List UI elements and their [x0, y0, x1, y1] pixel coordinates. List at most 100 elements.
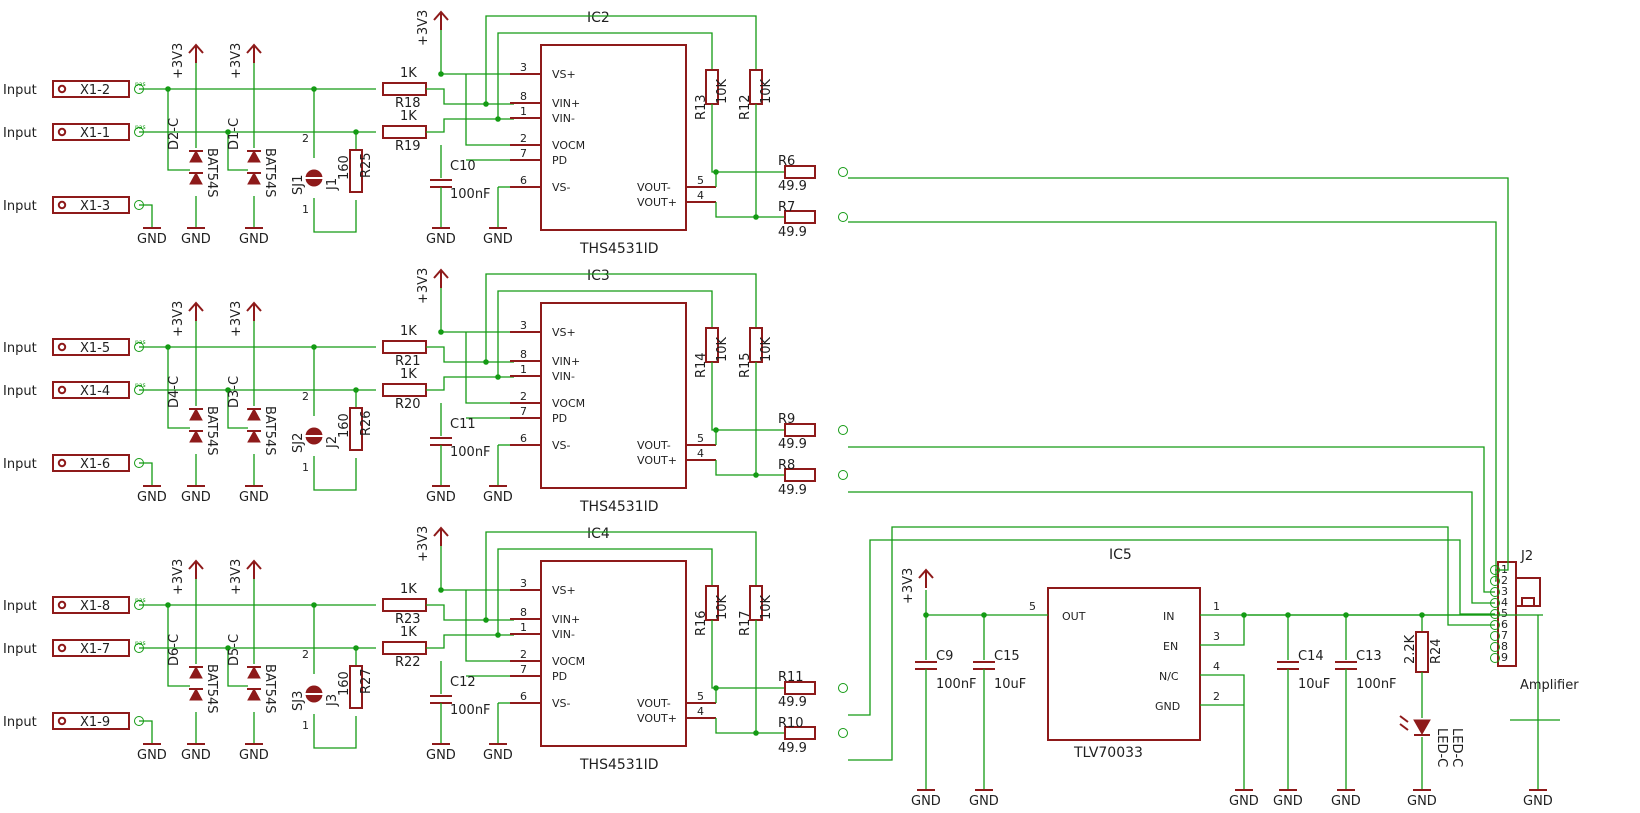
connector-label: X1-8 [80, 599, 110, 614]
junction-dot [353, 645, 359, 651]
connector-pin-icon [57, 127, 67, 137]
fb-value: 10K [759, 594, 774, 620]
diode-triangle [189, 149, 203, 163]
diode-part: BAT54S [204, 406, 219, 456]
diode-triangle [189, 687, 203, 701]
r-term-ref: R25 [359, 152, 374, 178]
junction-dot [753, 214, 759, 220]
junction-dot [165, 86, 171, 92]
connector-box [52, 80, 130, 98]
wire [711, 362, 716, 431]
junction-dot [753, 472, 759, 478]
ic-pin-number: 4 [697, 705, 704, 718]
connector-pin-icon [57, 84, 67, 94]
r-term-ref: R26 [359, 410, 374, 436]
connector-pin-icon [57, 643, 67, 653]
amplifier-ic-body [540, 560, 687, 747]
wire [440, 30, 510, 75]
cap-value: 10uF [994, 677, 1026, 692]
r-value: 1K [400, 66, 417, 81]
ic-pin-number: 4 [697, 189, 704, 202]
pin-number: 1 [302, 719, 309, 732]
cap-value: 100nF [450, 187, 491, 202]
wire [227, 648, 248, 687]
resistor-body [382, 340, 427, 354]
input-label: Input [3, 642, 37, 657]
diode-ref: D5-C [227, 634, 242, 666]
out-value: 49.9 [778, 741, 807, 756]
resistor-body [784, 468, 816, 482]
ground-label: GND [181, 490, 211, 505]
jumper-ref: SJ3 [291, 691, 306, 711]
r-term-value: 160 [337, 155, 352, 180]
resistor-body [349, 407, 363, 451]
ic-pin-name: VS+ [552, 68, 576, 81]
ic-pin-number: 7 [520, 147, 527, 160]
junction-dot [981, 612, 987, 618]
input-label: Input [3, 126, 37, 141]
pin-tag: pas [135, 597, 146, 604]
junction-dot [923, 612, 929, 618]
ic-pin-name: VS- [552, 439, 571, 452]
junction-dot [483, 101, 489, 107]
wire [465, 590, 510, 662]
header-pin-number: 4 [1501, 596, 1508, 609]
ic-pin-number: 8 [520, 606, 527, 619]
connector-box [52, 596, 130, 614]
ground-label: GND [239, 748, 269, 763]
regulator-pin-number: 1 [1213, 600, 1220, 613]
ic-pin-number: 2 [520, 132, 527, 145]
diode-triangle [247, 407, 261, 421]
pin-pad [838, 728, 848, 738]
junction-dot [225, 129, 231, 135]
pin-pad [838, 212, 848, 222]
pin-pad [1490, 653, 1500, 663]
wire [426, 604, 514, 621]
pin-number: 1 [302, 203, 309, 216]
ground-label: GND [426, 490, 456, 505]
jumper-j-ref: J3 [325, 694, 340, 707]
pin-pad [838, 425, 848, 435]
diode-part: BAT54S [262, 406, 277, 456]
ic-pin-number: 4 [697, 447, 704, 460]
junction-dot [495, 116, 501, 122]
ic-pin-number: 2 [520, 390, 527, 403]
amplifier-ic-body [540, 44, 687, 231]
resistor-body [382, 125, 427, 139]
diode-triangle [189, 665, 203, 679]
amplifier-ic-body [540, 302, 687, 489]
input-label: Input [3, 83, 37, 98]
fb-ref: R16 [694, 610, 709, 636]
connector-pin-icon [57, 385, 67, 395]
jumper-ref: SJ2 [291, 433, 306, 453]
regulator-pin-number: 2 [1213, 690, 1220, 703]
ic-pin-number: 1 [520, 621, 527, 634]
ic-pin-number: 8 [520, 90, 527, 103]
ic-pin-number: 6 [520, 690, 527, 703]
junction-dot [165, 602, 171, 608]
r-ref: R18 [395, 96, 421, 111]
r-value: 1K [400, 109, 417, 124]
input-label: Input [3, 384, 37, 399]
resistor-body [382, 82, 427, 96]
connector-pin-icon [57, 600, 67, 610]
out-value: 49.9 [778, 695, 807, 710]
wire [426, 376, 514, 391]
out-value: 49.9 [778, 225, 807, 240]
fb-value: 10K [715, 336, 730, 362]
wire [465, 332, 510, 404]
wire [426, 88, 514, 105]
junction-dot [353, 129, 359, 135]
wire [715, 202, 785, 218]
fb-value: 10K [715, 78, 730, 104]
pin-pad [1490, 642, 1500, 652]
pin-tag: pas [135, 339, 146, 346]
diode-triangle [189, 429, 203, 443]
pin-pad [1490, 576, 1500, 586]
cap-ref: C14 [1298, 649, 1324, 664]
ic-ref: IC2 [587, 10, 610, 26]
ic-pin-number: 5 [697, 432, 704, 445]
r-ref: R20 [395, 397, 421, 412]
